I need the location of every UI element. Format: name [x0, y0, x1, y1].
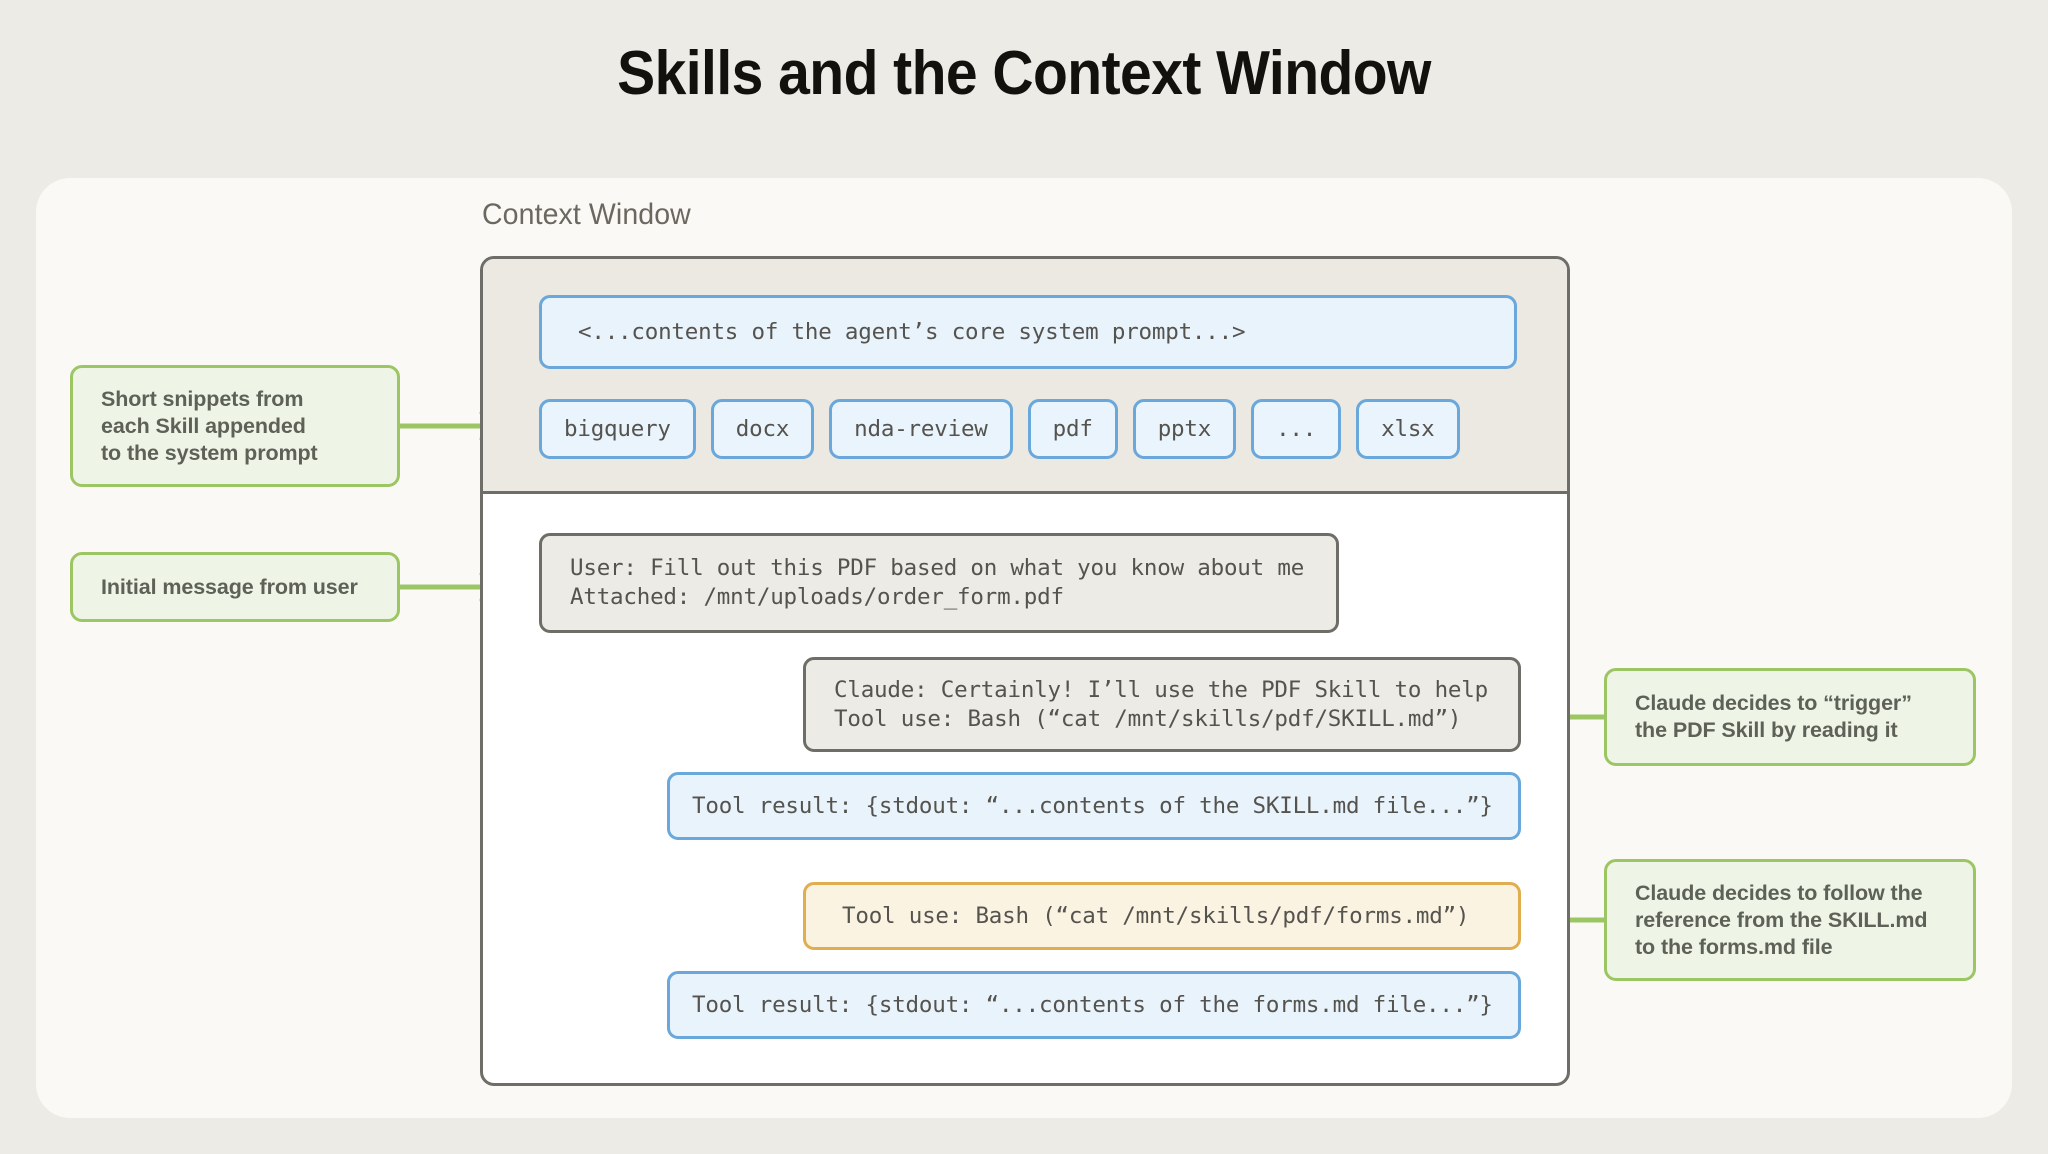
skill-chip-bigquery[interactable]: bigquery	[539, 399, 696, 459]
skill-chip-row: bigquery docx nda-review pdf pptx ... xl…	[539, 399, 1460, 459]
user-message-line-1: User: Fill out this PDF based on what yo…	[570, 555, 1305, 581]
tool-result-forms-md-text: Tool result: {stdout: “...contents of th…	[692, 991, 1493, 1018]
claude-message-line-2: Tool use: Bash (“cat /mnt/skills/pdf/SKI…	[834, 705, 1462, 732]
skill-chip-xlsx[interactable]: xlsx	[1356, 399, 1460, 459]
callout-line-1: Short snippets from	[101, 386, 304, 411]
page-title: Skills and the Context Window	[617, 39, 1431, 108]
skill-chip-label: nda-review	[854, 416, 988, 442]
callout-line-1: Claude decides to follow the	[1635, 880, 1923, 905]
callout-line-1: Claude decides to “trigger”	[1635, 691, 1912, 715]
claude-message-box: Claude: Certainly! I’ll use the PDF Skil…	[803, 657, 1521, 752]
tool-result-skill-md-text: Tool result: {stdout: “...contents of th…	[692, 792, 1493, 819]
callout-line-3: to the forms.md file	[1635, 934, 1833, 959]
skill-chip-pdf[interactable]: pdf	[1027, 399, 1118, 459]
skill-chip-label: xlsx	[1381, 416, 1435, 442]
tool-use-forms-md-text: Tool use: Bash (“cat /mnt/skills/pdf/for…	[842, 902, 1470, 929]
system-prompt-text: <...contents of the agent’s core system …	[578, 318, 1246, 345]
callout-line-2: each Skill appended	[101, 413, 306, 438]
skill-chip-label: bigquery	[564, 416, 671, 442]
tool-result-skill-md-box: Tool result: {stdout: “...contents of th…	[667, 772, 1521, 840]
callout-line-1: Initial message from user	[101, 574, 358, 599]
skill-chip-docx[interactable]: docx	[710, 399, 815, 459]
tool-use-forms-md-box: Tool use: Bash (“cat /mnt/skills/pdf/for…	[803, 882, 1521, 950]
skill-chip-more[interactable]: ...	[1251, 399, 1342, 459]
callout-line-2: the PDF Skill by reading it	[1635, 718, 1898, 742]
callout-line-3: to the system prompt	[101, 440, 318, 465]
user-message-box: User: Fill out this PDF based on what yo…	[539, 533, 1339, 633]
user-message-line-2: Attached: /mnt/uploads/order_form.pdf	[570, 584, 1064, 610]
callout-initial-message: Initial message from user	[70, 552, 400, 622]
context-window-container: <...contents of the agent’s core system …	[480, 256, 1570, 1086]
skill-chip-label: docx	[735, 416, 790, 442]
skill-chip-label: pdf	[1052, 416, 1093, 442]
skill-chip-nda-review[interactable]: nda-review	[829, 399, 1013, 459]
skill-chip-label: ...	[1276, 416, 1317, 442]
callout-follow-reference: Claude decides to follow the reference f…	[1604, 859, 1976, 981]
callout-trigger-pdf-skill: Claude decides to “trigger” the PDF Skil…	[1604, 668, 1976, 766]
callout-short-snippets: Short snippets from each Skill appended …	[70, 365, 400, 487]
callout-line-2: reference from the SKILL.md	[1635, 907, 1928, 932]
claude-message-line-1: Claude: Certainly! I’ll use the PDF Skil…	[834, 676, 1488, 703]
context-window-label: Context Window	[482, 198, 691, 231]
system-prompt-box: <...contents of the agent’s core system …	[539, 295, 1517, 369]
tool-result-forms-md-box: Tool result: {stdout: “...contents of th…	[667, 971, 1521, 1039]
skill-chip-label: pptx	[1157, 416, 1212, 442]
skill-chip-pptx[interactable]: pptx	[1132, 399, 1237, 459]
